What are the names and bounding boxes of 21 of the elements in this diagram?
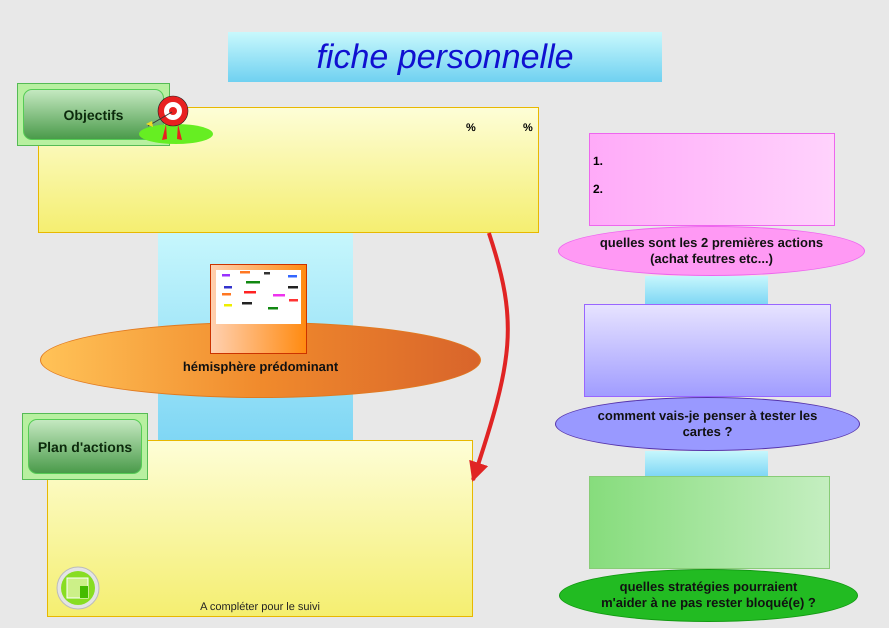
- curved-arrow: [469, 232, 510, 482]
- percent-label: %: [523, 122, 533, 134]
- tab-frame: [17, 83, 170, 146]
- tab-button: Plan d'actions: [28, 419, 142, 474]
- tab-button: Objectifs: [23, 89, 164, 140]
- objective-panel: [38, 107, 539, 233]
- question-text: quelles stratégies pourraient m'aider à ne pas rester bloqué(e) ?: [600, 579, 817, 611]
- tab-frame: [22, 413, 148, 480]
- answer-box: [584, 304, 831, 397]
- connector-band: [645, 451, 768, 476]
- question-text: comment vais-je penser à tester les cartes ?: [596, 408, 818, 440]
- list-number: 2.: [593, 182, 604, 196]
- question-text: hémisphère prédominant: [182, 359, 338, 375]
- connector-band: [645, 276, 768, 304]
- answer-box: [589, 476, 830, 569]
- question-text: quelles sont les 2 premières actions (achat feutres etc...): [599, 235, 824, 267]
- list-number: 1.: [593, 154, 604, 168]
- footer-note: A compléter pour le suivi: [199, 601, 321, 613]
- percent-label: %: [466, 122, 476, 134]
- answer-box: [589, 133, 835, 226]
- title-banner: fiche personnelle: [228, 32, 662, 82]
